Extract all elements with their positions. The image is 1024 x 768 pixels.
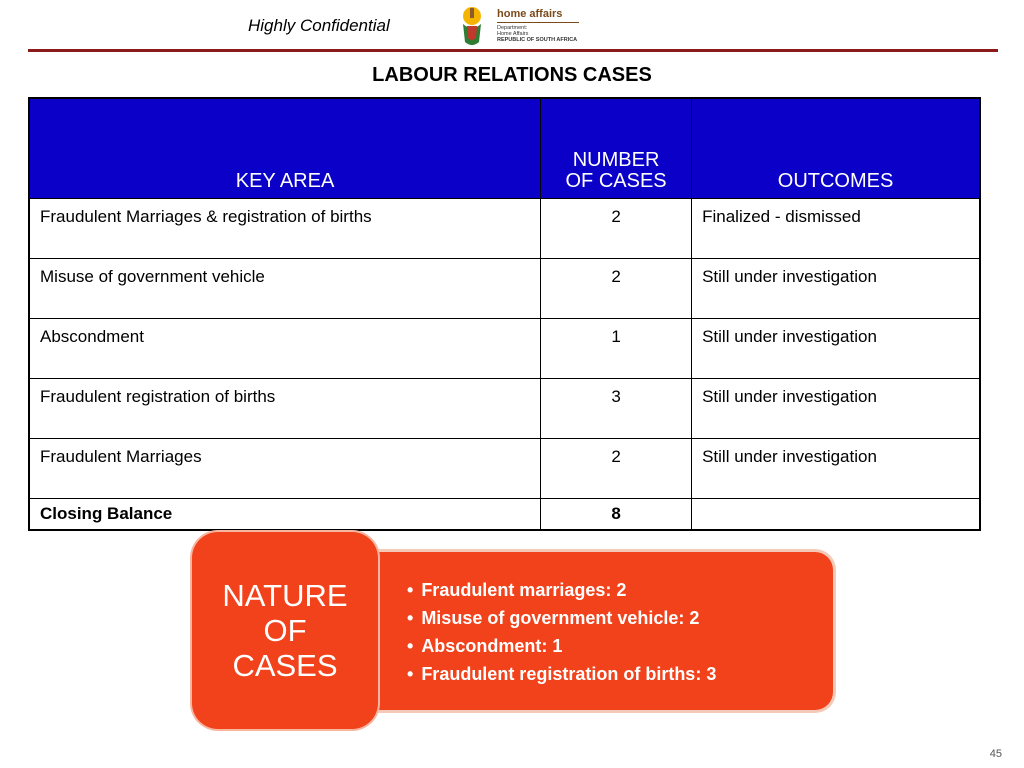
header-number-of-cases-text: NUMBER OF CASES xyxy=(565,149,667,192)
logo-line-2: Home Affairs xyxy=(497,31,529,37)
cell-key-area: Misuse of government vehicle xyxy=(28,258,542,319)
logo-line-3: REPUBLIC OF SOUTH AFRICA xyxy=(497,37,578,43)
table-header-row: KEY AREA NUMBER OF CASES OUTCOMES xyxy=(28,97,981,199)
table-row: Fraudulent Marriages & registration of b… xyxy=(28,198,981,259)
page-title: LABOUR RELATIONS CASES xyxy=(372,64,652,86)
cell-outcome: Still under investigation xyxy=(691,438,981,499)
badge-line-2: OF xyxy=(263,613,307,648)
cell-number: 3 xyxy=(540,378,693,439)
header-rule xyxy=(28,49,998,52)
logo-line-1: Department: xyxy=(497,25,528,31)
cell-number: 1 xyxy=(540,318,693,379)
header-key-area: KEY AREA xyxy=(28,97,542,199)
cell-number: 2 xyxy=(540,198,693,259)
home-affairs-logo: home affairs Department: Home Affairs RE… xyxy=(452,2,587,50)
nature-of-cases-panel: Fraudulent marriages: 2 Misuse of govern… xyxy=(345,552,833,710)
cell-outcome: Still under investigation xyxy=(691,378,981,439)
list-item: Fraudulent registration of births: 3 xyxy=(407,660,716,688)
list-item: Abscondment: 1 xyxy=(407,632,716,660)
header-number-of-cases: NUMBER OF CASES xyxy=(540,97,693,199)
cell-outcome: Finalized - dismissed xyxy=(691,198,981,259)
cell-key-area: Fraudulent Marriages xyxy=(28,438,542,499)
cell-key-area: Abscondment xyxy=(28,318,542,379)
closing-balance-row: Closing Balance 8 xyxy=(28,498,981,531)
badge-line-1: NATURE xyxy=(222,578,348,613)
table-row: Fraudulent registration of births 3 Stil… xyxy=(28,378,981,439)
closing-balance-outcome xyxy=(691,498,981,531)
badge-line-3: CASES xyxy=(232,648,338,683)
table-row: Fraudulent Marriages 2 Still under inves… xyxy=(28,438,981,499)
logo-divider xyxy=(497,22,579,23)
list-item: Misuse of government vehicle: 2 xyxy=(407,604,716,632)
page-number: 45 xyxy=(989,748,1002,760)
nature-list: Fraudulent marriages: 2 Misuse of govern… xyxy=(407,576,716,688)
cell-number: 2 xyxy=(540,258,693,319)
logo-brand: home affairs xyxy=(497,8,563,20)
closing-balance-value: 8 xyxy=(540,498,693,531)
list-item: Fraudulent marriages: 2 xyxy=(407,576,716,604)
cell-outcome: Still under investigation xyxy=(691,318,981,379)
cell-number: 2 xyxy=(540,438,693,499)
confidential-label: Highly Confidential xyxy=(248,16,390,35)
header-outcomes: OUTCOMES xyxy=(691,97,981,199)
coat-of-arms-icon xyxy=(463,7,481,45)
nature-of-cases-badge: NATURE OF CASES xyxy=(192,532,378,729)
table-row: Abscondment 1 Still under investigation xyxy=(28,318,981,379)
cell-key-area: Fraudulent registration of births xyxy=(28,378,542,439)
table-row: Misuse of government vehicle 2 Still und… xyxy=(28,258,981,319)
cell-key-area: Fraudulent Marriages & registration of b… xyxy=(28,198,542,259)
cases-table: KEY AREA NUMBER OF CASES OUTCOMES Fraudu… xyxy=(28,97,981,531)
closing-balance-label: Closing Balance xyxy=(28,498,542,531)
cell-outcome: Still under investigation xyxy=(691,258,981,319)
